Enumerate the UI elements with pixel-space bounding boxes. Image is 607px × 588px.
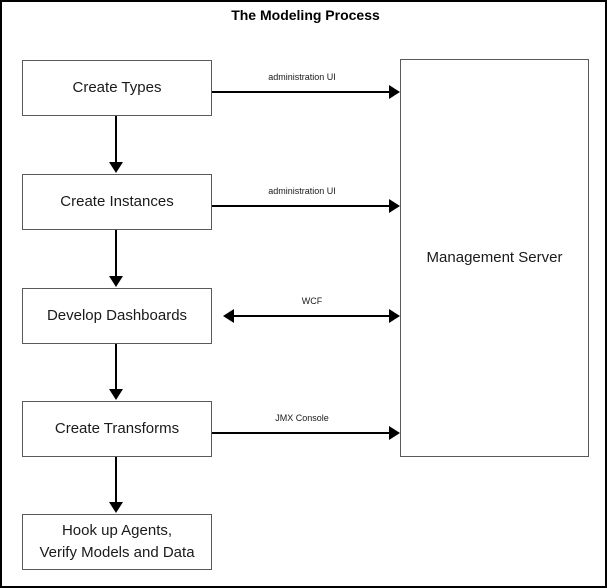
- connector-line-types-to-server: [212, 91, 391, 93]
- flow-connector-line-types-to-instances: [115, 116, 117, 163]
- process-box-create-instances[interactable]: Create Instances: [22, 174, 212, 230]
- process-box-hook-up-agents[interactable]: Hook up Agents, Verify Models and Data: [22, 514, 212, 570]
- process-box-management-server[interactable]: Management Server: [400, 59, 589, 457]
- arrowhead-right-instances-to-server: [389, 199, 400, 213]
- connector-label-wcf: WCF: [301, 296, 323, 306]
- process-box-label: Develop Dashboards: [46, 307, 188, 325]
- connector-label-administration-ui-instances: administration UI: [268, 186, 336, 196]
- connector-line-dashboards-to-server: [234, 315, 391, 317]
- process-box-label-multiline: Hook up Agents, Verify Models and Data: [39, 520, 194, 564]
- connector-line-instances-to-server: [212, 205, 391, 207]
- arrowhead-right-types-to-server: [389, 85, 400, 99]
- connector-label-jmx-console: JMX Console: [275, 413, 329, 423]
- connector-line-transforms-to-server: [212, 432, 391, 434]
- process-box-label: Create Transforms: [54, 420, 180, 438]
- flow-connector-line-transforms-to-agents: [115, 457, 117, 503]
- process-box-label-line2: Verify Models and Data: [39, 544, 195, 561]
- process-box-create-types[interactable]: Create Types: [22, 60, 212, 116]
- process-box-label: Create Types: [72, 79, 162, 97]
- flow-arrowhead-down-instances-to-dashboards: [109, 276, 123, 287]
- connector-label-administration-ui-types: administration UI: [268, 72, 336, 82]
- arrowhead-left-server-to-dashboards: [223, 309, 234, 323]
- arrowhead-right-transforms-to-server: [389, 426, 400, 440]
- flow-arrowhead-down-types-to-instances: [109, 162, 123, 173]
- flow-connector-line-dashboards-to-transforms: [115, 344, 117, 390]
- arrowhead-right-dashboards-to-server: [389, 309, 400, 323]
- flow-connector-line-instances-to-dashboards: [115, 230, 117, 277]
- management-server-label: Management Server: [426, 249, 563, 267]
- process-box-create-transforms[interactable]: Create Transforms: [22, 401, 212, 457]
- flow-arrowhead-down-dashboards-to-transforms: [109, 389, 123, 400]
- process-box-develop-dashboards[interactable]: Develop Dashboards: [22, 288, 212, 344]
- diagram-title: The Modeling Process: [231, 7, 380, 23]
- process-box-label-line1: Hook up Agents,: [61, 522, 173, 540]
- flow-arrowhead-down-transforms-to-agents: [109, 502, 123, 513]
- process-box-label: Create Instances: [60, 193, 174, 211]
